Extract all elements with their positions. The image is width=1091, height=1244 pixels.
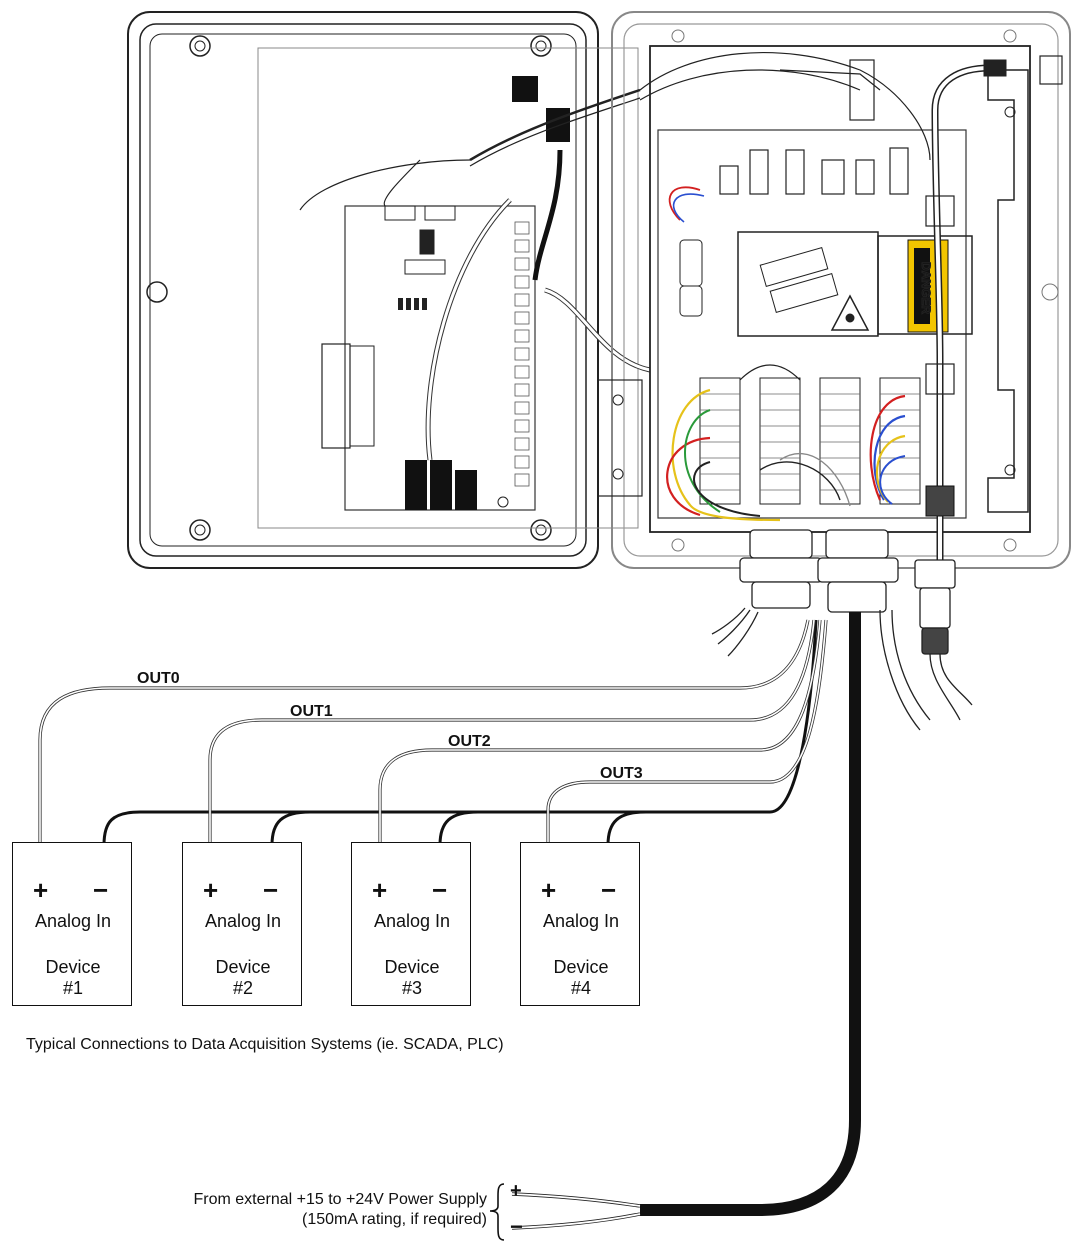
device-2-name: Device #2 — [183, 957, 303, 999]
device-4-device-label: Device — [553, 957, 609, 977]
device-4-name: Device #4 — [521, 957, 641, 999]
output-wires — [38, 619, 828, 846]
enclosure-body: DANGER — [597, 11, 1071, 569]
device-3: + − Analog In Device #3 — [351, 842, 471, 1006]
device-3-input-label: Analog In — [373, 911, 451, 931]
device-2-number: #2 — [232, 978, 254, 998]
danger-sticker-text: DANGER — [919, 262, 933, 314]
out3-wire — [546, 619, 828, 846]
device-3-device-label: Device — [384, 957, 440, 977]
out1-wire — [208, 619, 816, 846]
device-2-plus: + — [203, 875, 219, 905]
device-4-number: #4 — [570, 978, 592, 998]
device-1-number: #1 — [62, 978, 84, 998]
device-1-device-label: Device — [45, 957, 101, 977]
device-3-name: Device #3 — [352, 957, 472, 999]
power-supply-line2: (150mA rating, if required) — [302, 1211, 487, 1228]
device-1-name: Device #1 — [13, 957, 133, 999]
out1-label: OUT1 — [290, 703, 333, 720]
device-3-plus: + — [372, 875, 388, 905]
device-3-number: #3 — [401, 978, 423, 998]
enclosure-door — [127, 11, 651, 569]
cable-glands — [739, 529, 956, 655]
device-2-input-label: Analog In — [204, 911, 282, 931]
power-supply-line1: From external +15 to +24V Power Supply — [193, 1191, 488, 1208]
device-2: + − Analog In Device #2 — [182, 842, 302, 1006]
diagram-caption: Typical Connections to Data Acquisition … — [26, 1036, 504, 1053]
out0-label: OUT0 — [137, 670, 180, 687]
out2-wire — [378, 619, 822, 846]
power-supply-plus: + — [510, 1180, 522, 1202]
device-2-device-label: Device — [215, 957, 271, 977]
device-4-plus: + — [541, 875, 557, 905]
device-1: + − Analog In Device #1 — [12, 842, 132, 1006]
power-cable — [489, 612, 861, 1241]
out0-wire — [38, 619, 818, 846]
out2-label: OUT2 — [448, 733, 491, 750]
device-4-minus: − — [601, 875, 617, 905]
device-1-minus: − — [93, 875, 109, 905]
device-4-input-label: Analog In — [542, 911, 620, 931]
power-supply-minus: − — [510, 1214, 523, 1239]
device-1-input-label: Analog In — [34, 911, 112, 931]
device-2-minus: − — [263, 875, 279, 905]
power-supply-label: From external +15 to +24V Power Supply (… — [194, 1190, 488, 1230]
out3-label: OUT3 — [600, 765, 643, 782]
device-3-minus: − — [432, 875, 448, 905]
device-4: + − Analog In Device #4 — [520, 842, 640, 1006]
device-1-plus: + — [33, 875, 49, 905]
